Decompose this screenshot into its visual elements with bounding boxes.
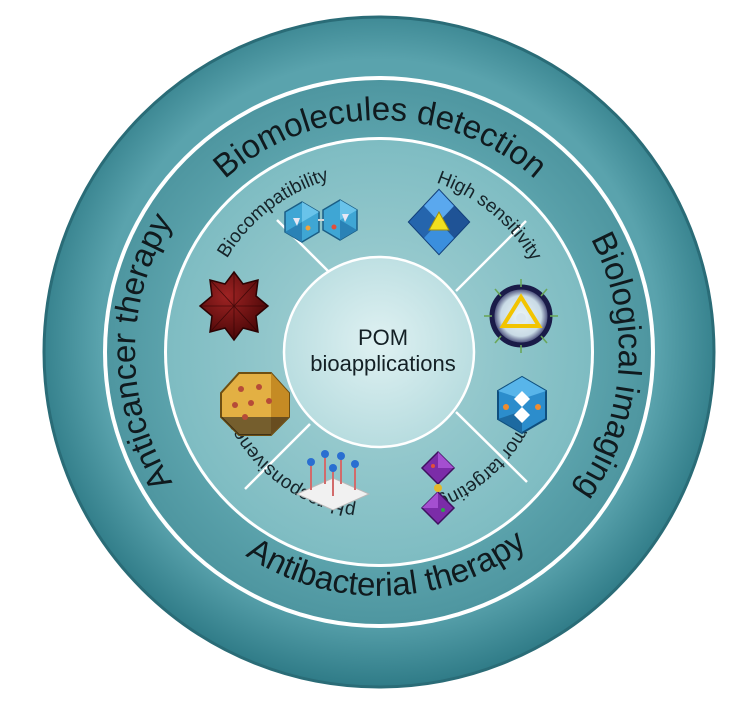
polyoxometalate-cluster-pair-icon xyxy=(284,199,358,243)
keggin-polyhedron-icon xyxy=(407,188,471,256)
liposome-nanoparticle-icon xyxy=(484,279,558,353)
center-disk xyxy=(282,255,476,449)
center-title-line2: bioapplications xyxy=(310,351,456,376)
surface-functionalized-pom-icon xyxy=(295,450,371,511)
spiky-dark-red-cluster-icon xyxy=(198,270,270,342)
truncated-octahedron-framework-icon xyxy=(220,372,290,436)
center-title-line1: POM xyxy=(358,325,408,350)
stacked-octahedra-icon xyxy=(420,450,456,526)
sandwich-polyoxometalate-icon xyxy=(497,375,547,435)
